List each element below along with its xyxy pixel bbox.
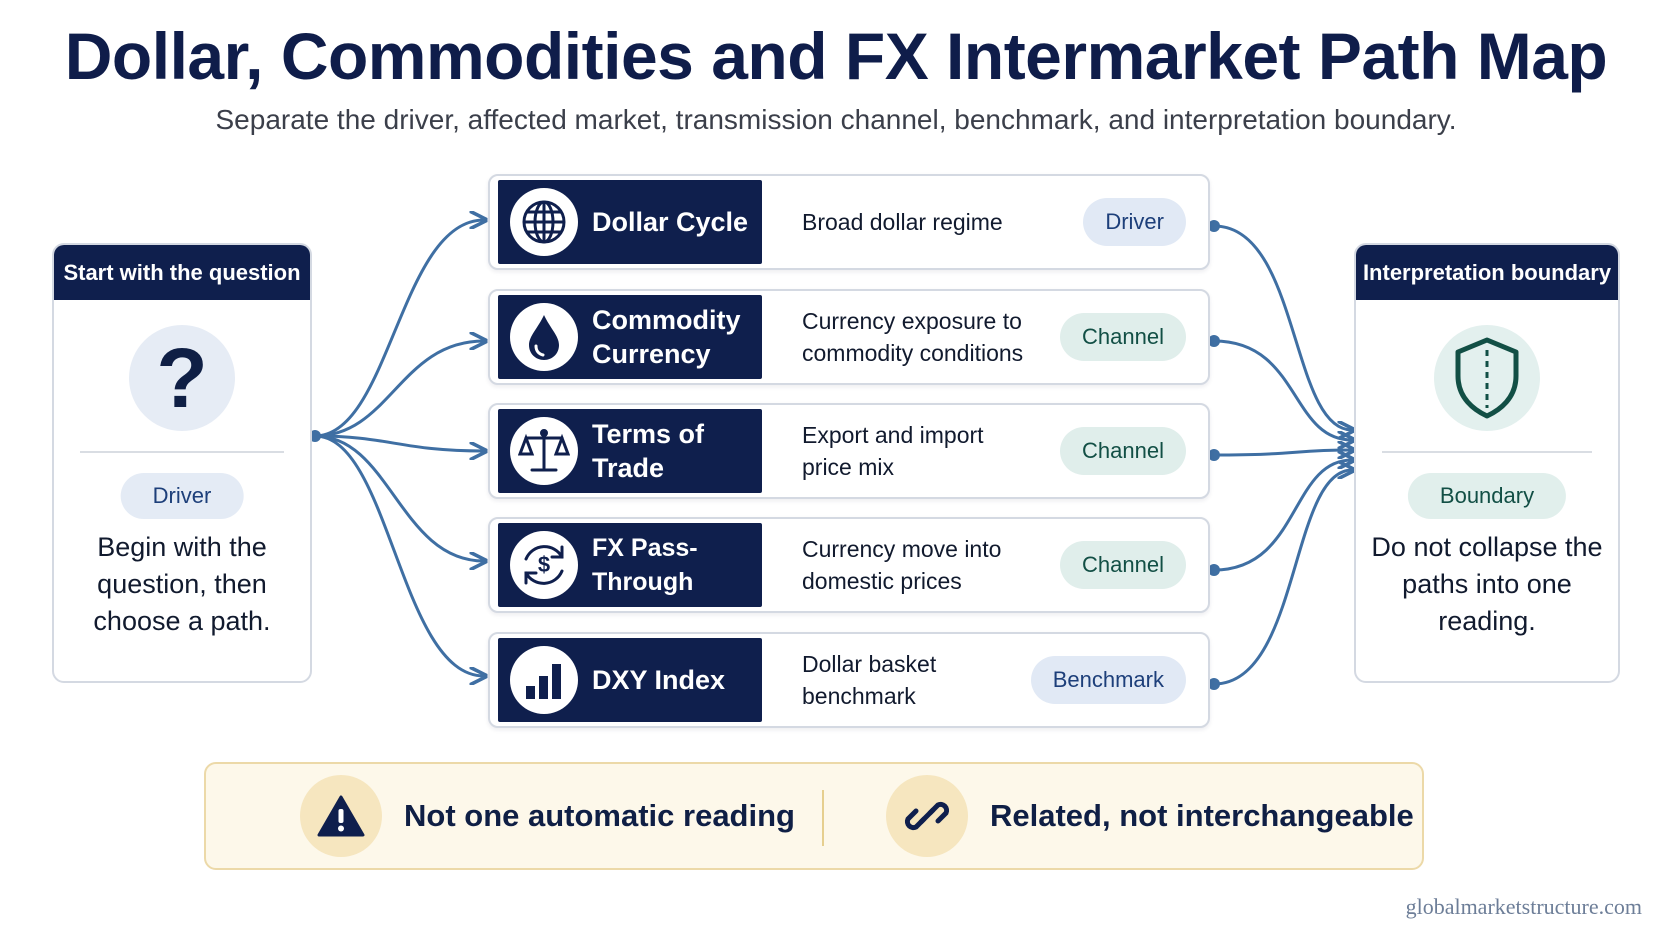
oil-drop-icon	[510, 303, 578, 371]
boundary-pill: Boundary	[1407, 473, 1567, 519]
row-label: $ FX Pass-Through	[498, 523, 762, 607]
scales-icon	[510, 417, 578, 485]
row-name: Terms of Trade	[592, 419, 705, 483]
footer-url[interactable]: globalmarketstructure.com	[1405, 894, 1642, 919]
row-name: DXY Index	[592, 665, 726, 695]
warning-icon	[300, 775, 382, 857]
driver-pill: Driver	[120, 473, 244, 519]
path-row-terms-of-trade: Terms of Trade Export and import price m…	[488, 403, 1210, 499]
role-tag: Driver	[1083, 198, 1186, 246]
page-subtitle: Separate the driver, affected market, tr…	[215, 104, 1457, 135]
connector-left-5	[314, 434, 484, 676]
shield-icon	[1434, 325, 1540, 431]
role-tag: Benchmark	[1030, 656, 1186, 704]
row-label: DXY Index	[498, 638, 762, 722]
connector-right-4	[1213, 460, 1352, 572]
row-label: Dollar Cycle	[498, 180, 762, 264]
connector-right-1	[1213, 224, 1352, 430]
row-label: Terms of Trade	[498, 409, 762, 493]
row-description: Currency exposure to commodity condition…	[802, 308, 1024, 366]
banner-item-automatic-reading: Not one automatic reading	[300, 764, 795, 868]
connector-right-3	[1213, 450, 1352, 455]
row-name: Commodity Currency	[592, 305, 741, 369]
role-tag: Channel	[1060, 313, 1186, 361]
connector-left-1	[314, 220, 484, 438]
banner-item-related: Related, not interchangeable	[886, 764, 1414, 868]
connector-left-4	[314, 434, 484, 561]
row-name: FX Pass-Through	[592, 534, 698, 596]
row-description: Export and import price mix	[802, 422, 984, 480]
banner-text: Not one automatic reading	[404, 798, 795, 833]
page-title: Dollar, Commodities and FX Intermarket P…	[64, 19, 1608, 93]
question-mark-icon: ?	[129, 325, 235, 431]
caution-banner: Not one automatic reading Related, not i…	[204, 762, 1424, 870]
bar-chart-icon	[510, 646, 578, 714]
connector-right-5	[1213, 470, 1352, 686]
banner-text: Related, not interchangeable	[990, 798, 1414, 833]
connector-left-3	[314, 434, 484, 451]
row-description: Currency move into domestic prices	[802, 536, 1002, 594]
row-description: Dollar basket benchmark	[802, 651, 937, 709]
card-body: Do not collapse the paths into one readi…	[1371, 532, 1603, 636]
interpretation-boundary-card: Interpretation boundary Boundary Do not …	[1354, 243, 1620, 683]
row-description: Broad dollar regime	[802, 209, 1003, 235]
row-name: Dollar Cycle	[592, 207, 749, 237]
link-icon	[886, 775, 968, 857]
path-row-fx-pass-through: $ FX Pass-Through Currency move into dom…	[488, 517, 1210, 613]
globe-icon	[510, 188, 578, 256]
dollar-cycle-icon: $	[510, 531, 578, 599]
row-label: Commodity Currency	[498, 295, 762, 379]
card-body: Begin with the question, then choose a p…	[93, 532, 271, 636]
card-header: Start with the question	[54, 245, 310, 300]
card-header: Interpretation boundary	[1356, 245, 1618, 300]
divider	[80, 451, 284, 453]
path-row-dollar-cycle: Dollar Cycle Broad dollar regime Driver	[488, 174, 1210, 270]
role-tag: Channel	[1060, 541, 1186, 589]
role-tag: Channel	[1060, 427, 1186, 475]
path-row-commodity-currency: Commodity Currency Currency exposure to …	[488, 289, 1210, 385]
svg-text:$: $	[538, 552, 550, 577]
divider	[1382, 451, 1592, 453]
start-question-card: Start with the question ? Driver Begin w…	[52, 243, 312, 683]
connector-left-2	[314, 341, 484, 438]
banner-divider	[822, 790, 824, 846]
connector-right-2	[1213, 339, 1352, 440]
path-row-dxy-index: DXY Index Dollar basket benchmark Benchm…	[488, 632, 1210, 728]
